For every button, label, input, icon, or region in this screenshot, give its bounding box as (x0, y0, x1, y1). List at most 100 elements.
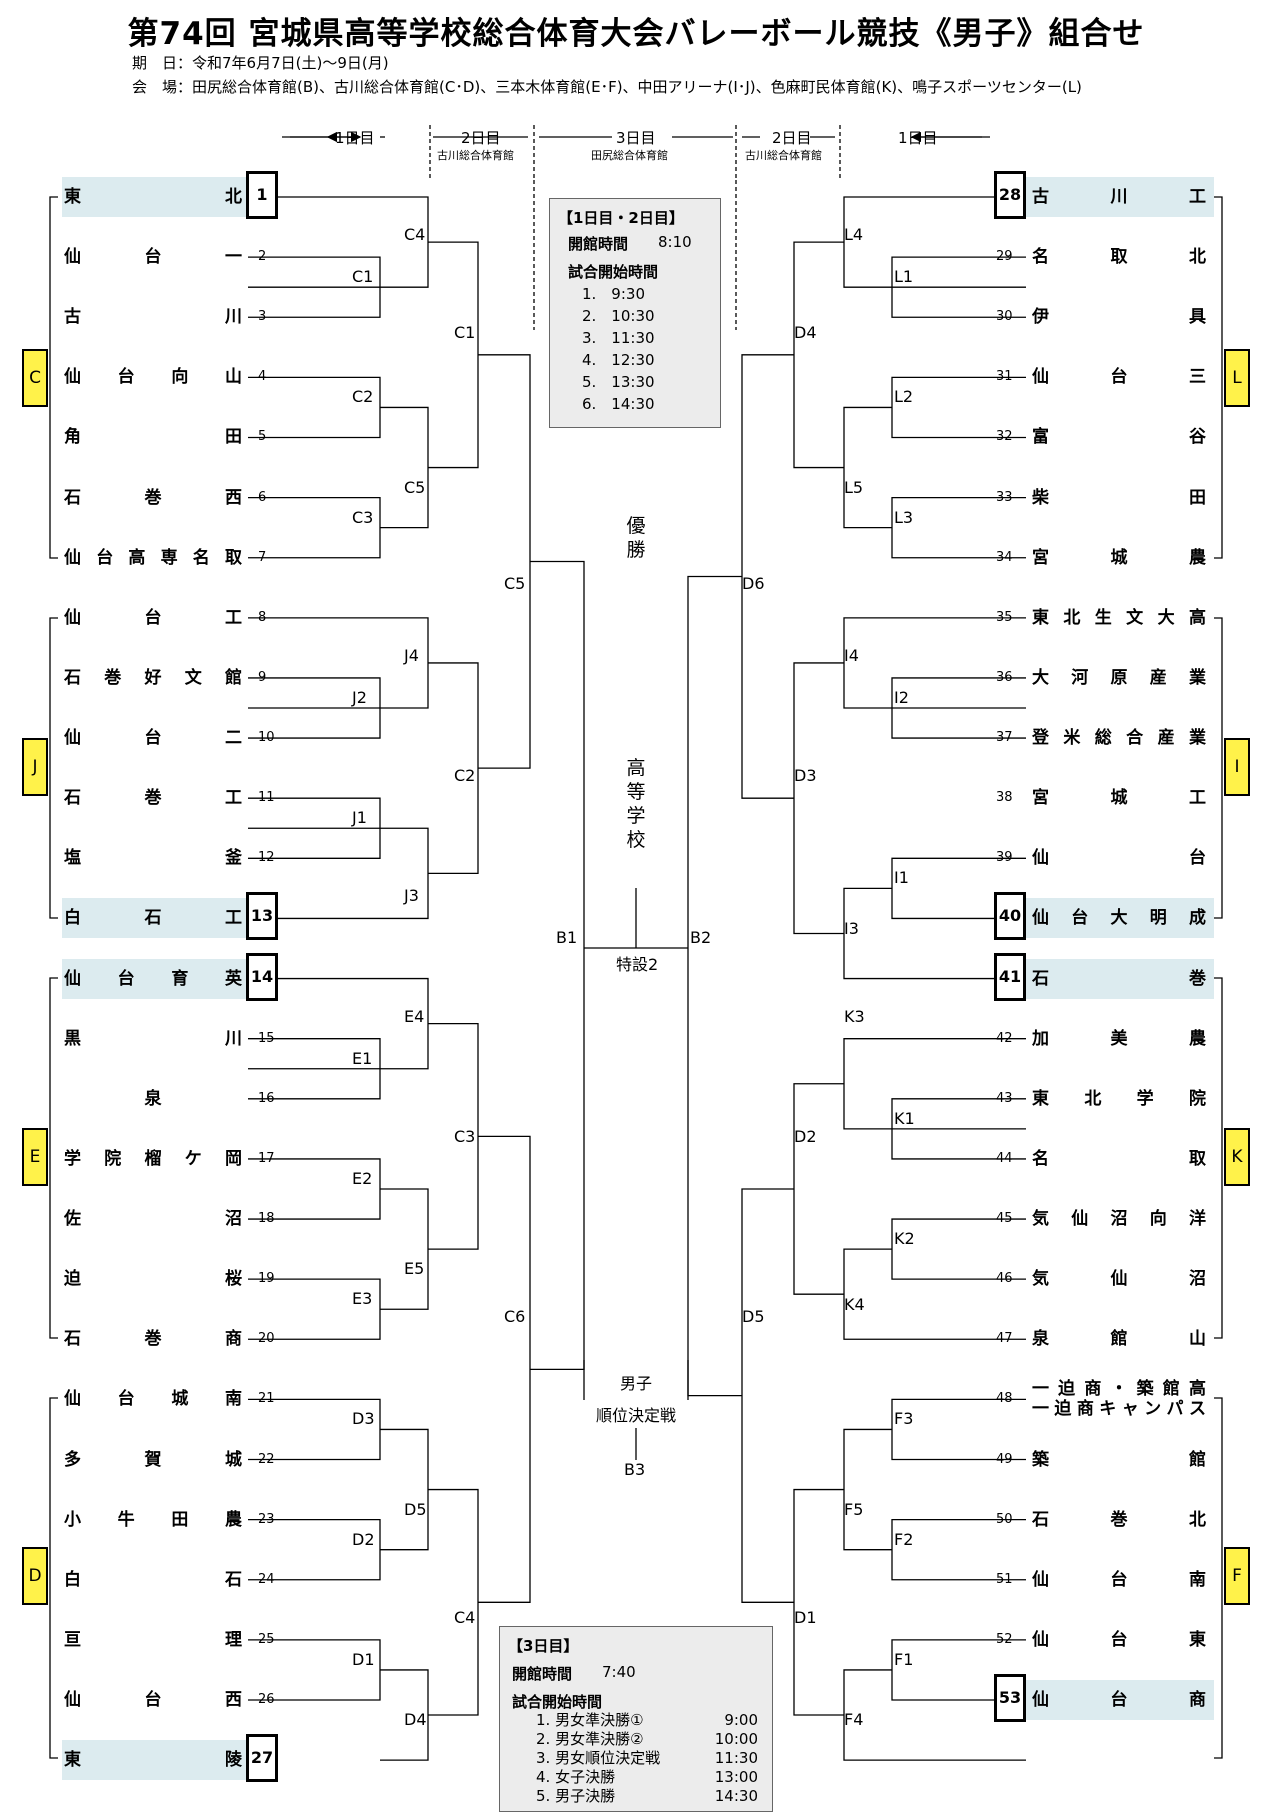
team-number: 42 (996, 1030, 1013, 1046)
char: 名 (1032, 1148, 1049, 1169)
char: 大 (1032, 667, 1049, 688)
char: 沼 (1189, 1269, 1206, 1290)
team-number: 44 (996, 1150, 1013, 1166)
char: 西 (225, 487, 242, 508)
team-name: 宮城工 (1032, 778, 1206, 818)
boys-label: 男子 (620, 1374, 653, 1393)
day2-right: 2日目 (772, 129, 812, 147)
match-label: D6 (742, 573, 765, 593)
char: 石 (64, 667, 81, 688)
char: 農 (1189, 1028, 1206, 1049)
team-number: 37 (996, 730, 1013, 746)
char: 洋 (1189, 1209, 1206, 1230)
char: 台 (117, 1389, 135, 1410)
team-name: 大河原産業 (1032, 658, 1206, 698)
team-number: 34 (996, 549, 1013, 565)
match-label: C5 (504, 573, 526, 593)
team-name: 石巻北 (1032, 1500, 1206, 1540)
char: 明 (1149, 908, 1167, 929)
char: 田 (171, 1509, 189, 1530)
match-label: E5 (404, 1259, 425, 1279)
char: 学 (1136, 1088, 1154, 1109)
char: 文 (1126, 607, 1144, 628)
char: 台 (1189, 848, 1206, 869)
match-label: F2 (894, 1529, 914, 1549)
char: 東 (64, 187, 81, 207)
match-label: D1 (352, 1649, 375, 1669)
group-label-e: E (22, 1128, 48, 1186)
char: 院 (1188, 1088, 1206, 1109)
high-school-label: 高等学校 (622, 756, 650, 852)
char: キ (1099, 1399, 1117, 1420)
char: 巻 (144, 788, 162, 809)
match-label: K1 (894, 1108, 915, 1128)
vertical-char: 等 (626, 781, 646, 803)
match-label: C3 (352, 507, 374, 527)
seed-number: 13 (246, 892, 278, 941)
team-name: 佐沼 (64, 1199, 242, 1239)
char: 石 (64, 487, 81, 508)
team-number: 30 (996, 309, 1013, 325)
char: 北 (1189, 1509, 1206, 1530)
char: 白 (64, 908, 81, 929)
char: 石 (144, 908, 162, 929)
team-name: 小牛田農 (64, 1500, 242, 1540)
char: 牛 (117, 1509, 135, 1530)
char: 石 (1032, 1509, 1049, 1530)
char: 商 (225, 1329, 242, 1350)
team-name: 仙台向山 (64, 357, 242, 397)
match-label: C5 (404, 477, 426, 497)
char: 谷 (1189, 427, 1206, 448)
match-label: J4 (404, 645, 419, 665)
team-number: 17 (258, 1150, 275, 1166)
team-name: 白石 (64, 1560, 242, 1600)
char: 農 (224, 1509, 242, 1530)
seed-number: 27 (246, 1734, 278, 1783)
schedule3-item-time: 10:00 (714, 1730, 758, 1748)
page-title: 第74回 宮城県高等学校総合体育大会バレーボール競技《男子》組合せ (127, 16, 1145, 52)
team-number: 25 (258, 1631, 275, 1647)
char: 台 (144, 607, 162, 628)
char: 榴 (144, 1148, 162, 1169)
team-name: 一迫商・築館高一迫商キャンパス (1032, 1379, 1206, 1419)
char: 南 (1189, 1569, 1206, 1590)
team-number: 12 (258, 850, 275, 866)
champion-label: 優勝 (622, 514, 650, 562)
char: 陵 (225, 1750, 242, 1771)
team-name: 気仙沼向洋 (1032, 1199, 1206, 1239)
vertical-char: 校 (626, 829, 646, 851)
char: 賀 (144, 1449, 162, 1470)
schedule1-start-label: 試合開始時間 (568, 263, 659, 281)
match-label: E4 (404, 1006, 425, 1026)
team-number: 23 (258, 1511, 275, 1527)
team-name: 東北学院 (1032, 1079, 1206, 1119)
char: 英 (224, 968, 242, 989)
team-name: 名取北 (1032, 237, 1206, 277)
schedule3-item-time: 9:00 (724, 1711, 758, 1729)
dates: 令和7年6月7日(土)～9日(月) (192, 54, 389, 72)
match-label: L2 (894, 387, 914, 407)
char: 南 (224, 1389, 242, 1410)
team-name: 仙台城南 (64, 1379, 242, 1419)
char: 生 (1094, 607, 1112, 628)
match-label: D3 (352, 1409, 375, 1429)
char: 一 (1032, 1379, 1049, 1400)
match-label: C4 (404, 225, 426, 245)
schedule1-open-label: 開館時間 (568, 235, 629, 253)
char: 商 (1189, 1690, 1206, 1710)
schedule1-time: 2. 10:30 (582, 307, 655, 325)
char: 産 (1157, 728, 1175, 749)
